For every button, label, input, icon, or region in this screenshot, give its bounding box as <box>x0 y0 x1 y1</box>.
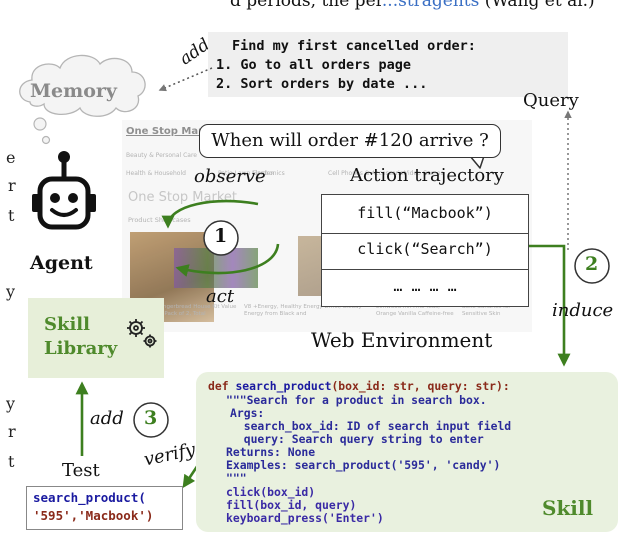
screenshot-product: Belle Sundries for Sensitive Skin <box>462 304 511 317</box>
observe-label: observe <box>194 166 266 187</box>
action-trajectory-label: Action trajectory <box>350 165 504 186</box>
induce-label: induce <box>552 300 614 321</box>
edge-letter: e <box>6 148 16 167</box>
memory-note-line: 1. Go to all orders page <box>216 57 412 73</box>
code-body-line: keyboard_press('Enter') <box>226 511 384 525</box>
code-docstring-line: search_box_id: ID of search input field <box>230 419 512 433</box>
step-3-number: 3 <box>144 407 158 429</box>
observe-arrow <box>161 199 259 229</box>
test-label: Test <box>62 460 100 481</box>
top-text-fragment: d periods, the per...stragents (Wang et … <box>0 0 624 12</box>
induce-arrow <box>529 244 571 367</box>
test-call-line: '595','Macbook') <box>33 508 154 523</box>
screenshot-nav-item: Video Games <box>404 170 444 177</box>
memory-label: Memory <box>30 80 117 102</box>
top-text-link[interactable]: ...stragents <box>381 0 480 11</box>
code-body-line: fill(box_id, query) <box>226 498 357 512</box>
step-1-circle <box>203 220 239 256</box>
act-label: act <box>206 286 235 307</box>
top-text-before: d periods, the per <box>230 0 382 11</box>
screenshot-product: Elmwood Inn Fine Teas, Orange Vanilla Ca… <box>376 304 454 317</box>
add-to-memory-arrow <box>158 67 213 92</box>
screenshot-logo: One Stop Market <box>126 126 221 137</box>
memory-cloud-icon <box>19 54 146 117</box>
screenshot-nav-item: Patio Lawn Garden <box>218 170 275 177</box>
memory-note-line: 2. Sort orders by date ... <box>216 76 428 92</box>
edge-letter: t <box>8 206 15 225</box>
library-add-label: add <box>90 408 124 429</box>
web-environment-label: Web Environment <box>311 328 493 352</box>
code-docstring-line: """Search for a product in search box. <box>226 393 487 407</box>
screenshot-nav-item: Health & Household <box>126 170 186 177</box>
thought-bubble-dot <box>41 135 51 145</box>
test-call-line: search_product( <box>33 490 146 505</box>
screenshot-nav-item: Beauty & Personal Care <box>126 152 197 159</box>
code-docstring-line: """ <box>226 471 247 485</box>
action-trajectory-box: fill(“Macbook”) click(“Search”) … … … … <box>321 194 529 307</box>
code-params: (box_id: str, query: str): <box>331 379 510 393</box>
act-arrow <box>175 243 280 277</box>
query-label: Query <box>523 90 579 111</box>
action-item: … … … … <box>393 277 457 295</box>
code-function-name: search_product <box>235 379 332 393</box>
robot-icon <box>32 151 96 230</box>
skill-library-label: Skill <box>44 314 90 335</box>
code-docstring-line: Args: <box>230 406 265 420</box>
step-1-number: 1 <box>214 225 228 247</box>
action-item: click(“Search”) <box>357 240 493 258</box>
screenshot-product: V8 +Energy, Healthy Energy Drink, Steady… <box>244 304 362 317</box>
query-bubble: When will order #120 arrive ? <box>199 124 501 158</box>
edge-letter: r <box>8 422 16 441</box>
step-3-circle <box>133 402 169 438</box>
action-divider <box>322 269 528 270</box>
edge-letter: y <box>6 282 16 301</box>
thought-bubble-dot <box>33 117 47 131</box>
query-bubble-tail <box>469 155 485 169</box>
step-2-circle <box>574 248 610 284</box>
skill-library: Skill Library <box>28 298 164 378</box>
edge-letter: y <box>6 394 16 413</box>
top-text-after: (Wang et al.) <box>479 0 595 11</box>
screenshot-subheading: Product Showcases <box>128 216 191 224</box>
gears-icon <box>127 319 157 348</box>
agent-label: Agent <box>30 252 93 274</box>
action-item: fill(“Macbook”) <box>357 204 493 222</box>
skill-library-label: Library <box>44 338 118 359</box>
code-docstring-line: Examples: search_product('595', 'candy') <box>226 458 501 472</box>
skill-label: Skill <box>542 496 594 520</box>
screenshot-product: Pre-baked Gingerbread House Kit Value Pa… <box>128 304 237 317</box>
skill-code-block: def search_product(box_id: str, query: s… <box>196 372 618 532</box>
step-2-number: 2 <box>585 253 599 275</box>
memory-note-line: Find my first cancelled order: <box>232 38 476 54</box>
action-divider <box>322 233 528 234</box>
screenshot-nav-item: Cell Phones & Accessories <box>328 170 407 177</box>
screenshot-nav-item: Electronics <box>252 170 285 177</box>
code-def-keyword: def <box>208 379 236 393</box>
code-docstring-line: Returns: None <box>226 445 316 459</box>
code-body-line: click(box_id) <box>226 485 316 499</box>
code-docstring-line: query: Search query string to enter <box>230 432 484 446</box>
memory-note: Find my first cancelled order: 1. Go to … <box>208 32 568 97</box>
edge-letter: t <box>8 452 15 471</box>
edge-letter: r <box>8 176 16 195</box>
test-call-box: search_product( '595','Macbook') <box>26 486 183 530</box>
